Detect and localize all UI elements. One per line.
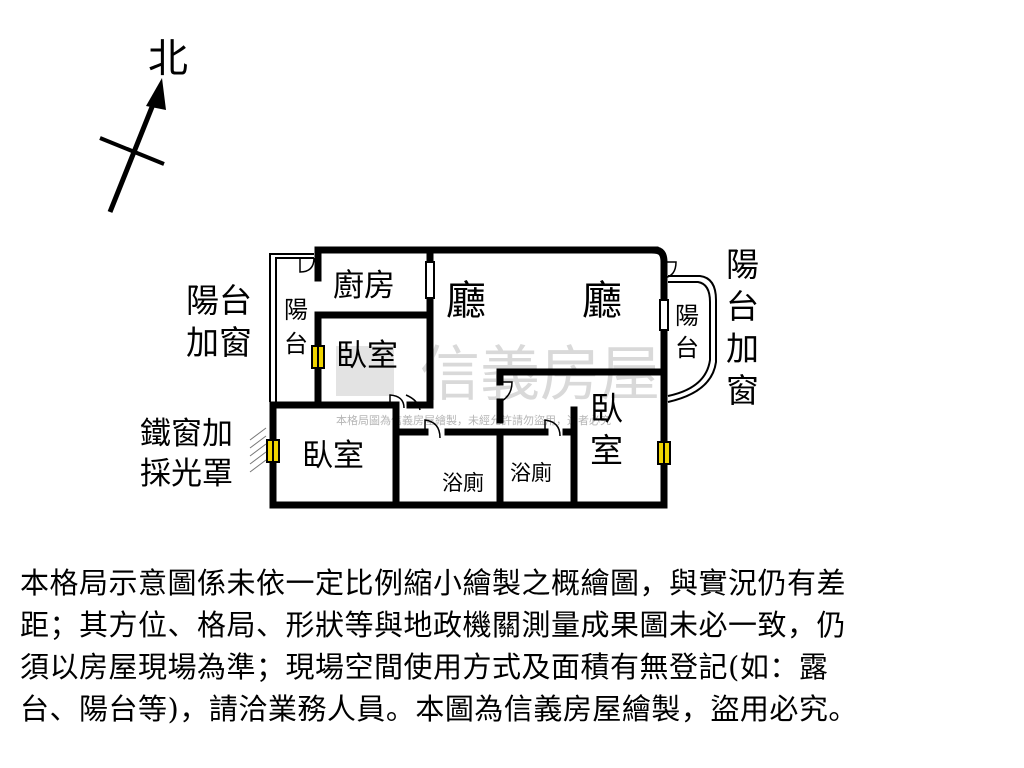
door-bedroom-center <box>389 394 405 409</box>
compass-arrowhead <box>146 78 166 110</box>
disclaimer-line-4: 台、陽台等)，請洽業務人員。本圖為信義房屋繪製，盜用必究。 <box>20 692 858 726</box>
sliding-door-kitchen <box>425 261 435 299</box>
annotation-right-balcony-1: 陽 <box>726 245 759 284</box>
floor-plan: 信義房屋 本格局圖為信義房屋繪製，未經允許請勿盜用，違者必究 <box>140 245 759 509</box>
label-bedroom-right-2: 室 <box>590 431 623 470</box>
watermark-logo-icon <box>336 346 394 396</box>
label-bedroom-left: 臥室 <box>302 438 364 474</box>
annotation-left-balcony-2: 加窗 <box>186 323 252 362</box>
watermark-notice: 本格局圖為信義房屋繪製，未經允許請勿盜用，違者必究 <box>336 413 611 427</box>
annotation-iron-window-1: 鐵窗加 <box>140 416 233 452</box>
right-balcony-outline <box>667 275 717 403</box>
annotation-left-balcony-1: 陽台 <box>186 281 252 320</box>
compass-crossbar <box>99 136 165 166</box>
door-right-balcony <box>663 261 677 279</box>
label-balcony-left-2: 台 <box>284 330 308 358</box>
door-corridor <box>405 394 421 411</box>
walls <box>269 246 668 509</box>
disclaimer-text: 本格局示意圖係未依一定比例縮小繪製之概繪圖，與實況仍有差 距；其方位、格局、形狀… <box>20 562 1010 730</box>
annotation-right-balcony-2: 台 <box>726 287 759 326</box>
left-balcony-outline <box>269 253 314 402</box>
door-bath-left <box>424 419 441 439</box>
door-kitchen-balcony <box>299 257 315 273</box>
disclaimer-line-2: 距；其方位、格局、形狀等與地政機關測量成果圖未必一致，仍 <box>20 608 847 642</box>
compass-north-label: 北 <box>148 36 188 82</box>
label-living-left: 廳 <box>446 278 486 324</box>
annotation-iron-window-2: 採光罩 <box>140 456 233 492</box>
door-bath-right <box>544 419 561 437</box>
sliding-door-right-balcony <box>659 299 669 331</box>
label-balcony-right-2: 台 <box>675 334 699 362</box>
annotation-right-balcony-4: 窗 <box>726 371 759 410</box>
doors <box>299 257 677 439</box>
label-kitchen: 廚房 <box>333 268 395 304</box>
room-labels: 廚房 廳 廳 陽 台 陽 台 臥室 臥室 臥 室 浴廁 浴廁 <box>284 268 699 495</box>
label-balcony-right-1: 陽 <box>675 302 699 330</box>
disclaimer-line-3: 須以房屋現場為準；現場空間使用方式及面積有無登記(如：露 <box>20 650 829 684</box>
disclaimer-line-1: 本格局示意圖係未依一定比例縮小繪製之概繪圖，與實況仍有差 <box>20 566 847 600</box>
north-compass: 北 <box>99 36 188 213</box>
annotation-right-balcony-3: 加 <box>726 329 759 368</box>
label-bedroom-center: 臥室 <box>336 338 398 374</box>
label-balcony-left-1: 陽 <box>284 296 308 324</box>
windows <box>266 261 671 465</box>
label-bath-left: 浴廁 <box>442 471 484 495</box>
label-living-right: 廳 <box>582 278 622 324</box>
iron-window-hatch <box>249 427 267 473</box>
annotations: 陽台 加窗 陽 台 加 窗 鐵窗加 採光罩 <box>140 245 759 492</box>
label-bedroom-right-1: 臥 <box>590 389 623 428</box>
label-bath-right: 浴廁 <box>510 461 552 485</box>
door-bedroom-right <box>499 381 513 403</box>
